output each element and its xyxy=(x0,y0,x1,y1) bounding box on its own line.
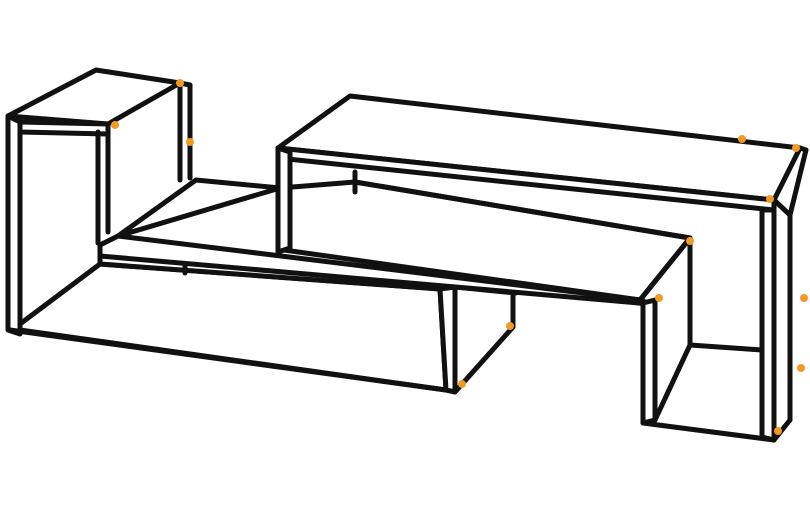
left-tall-cube-top xyxy=(5,67,183,127)
upper-right-cube-left-side xyxy=(275,145,293,255)
middle-platform xyxy=(97,177,693,307)
left-tall-cube xyxy=(5,67,193,337)
right-tall-cube-bottom-right-diagonal xyxy=(771,417,793,443)
marker-dot xyxy=(186,138,194,146)
marker-dot xyxy=(655,294,663,302)
left-tall-cube-left-side xyxy=(5,113,23,337)
upper-right-long-cube xyxy=(275,93,809,255)
marker-dot xyxy=(506,322,514,330)
right-tall-cube-bottom-back-edge xyxy=(687,342,765,353)
marker-dot xyxy=(738,135,746,143)
marker-dot xyxy=(686,237,694,245)
marker-dot xyxy=(797,364,805,372)
left-tall-cube-front-edge xyxy=(17,119,111,137)
right-tall-cube-front-board xyxy=(640,297,658,426)
middle-platform-right-edge xyxy=(637,235,693,303)
right-tall-cube-bottom-left-diagonal xyxy=(652,342,693,423)
orange-reference-markers xyxy=(111,79,808,435)
marker-dot xyxy=(458,380,466,388)
right-tall-cube-top-inner-edge xyxy=(771,197,793,218)
upper-right-cube-right-vertical xyxy=(787,147,809,218)
middle-platform-back-edge xyxy=(352,179,693,241)
marker-dot xyxy=(766,195,774,203)
marker-dot xyxy=(800,294,808,302)
right-tall-cube-right-board xyxy=(759,207,777,443)
marker-dot xyxy=(176,79,184,87)
lower-left-shelf-front-bottom-edge xyxy=(7,327,449,393)
right-tall-lower-cube xyxy=(640,197,793,443)
marker-dot xyxy=(792,144,800,152)
right-tall-cube-bottom-front-edge xyxy=(640,420,777,443)
marker-dot xyxy=(111,121,119,129)
marker-dot xyxy=(774,427,782,435)
